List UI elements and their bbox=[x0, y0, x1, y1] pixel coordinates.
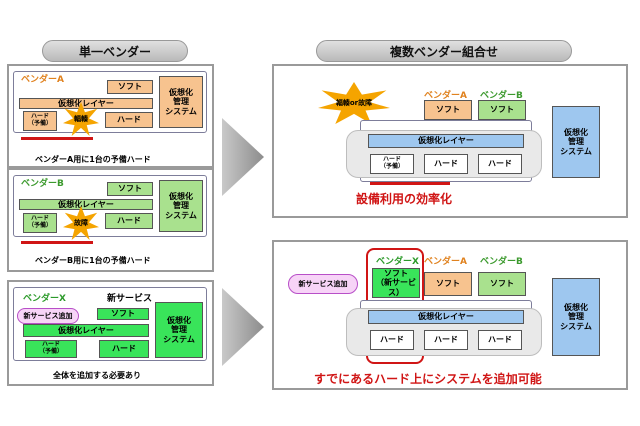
vendor-a-soft: ソフト bbox=[424, 100, 472, 120]
vendor-x-label: ベンダーX bbox=[376, 257, 419, 267]
vendor-x-hard: ハード bbox=[99, 340, 149, 358]
shared-mgmt-system: 仮想化 管理 システム bbox=[552, 278, 600, 356]
vendor-b-soft: ソフト bbox=[478, 272, 526, 296]
panel-multi-vendor-efficiency: 輻輳or故障 ベンダーA ベンダーB ソフト ソフト 仮想化レイヤー ハード （… bbox=[272, 64, 628, 218]
new-service-add-badge: 新サービス追加 bbox=[17, 308, 79, 324]
caption-efficiency: 設備利用の効率化 bbox=[356, 192, 453, 206]
vendor-x-label: ベンダーX bbox=[23, 294, 66, 304]
panel-multi-vendor-add: 新サービス追加 ベンダーX ベンダーA ベンダーB ソフト （新サービス） ソフ… bbox=[272, 240, 628, 390]
shared-hard-2: ハード bbox=[478, 154, 522, 174]
new-service-add-badge: 新サービス追加 bbox=[288, 274, 358, 294]
right-arrow-icon bbox=[222, 118, 264, 196]
vendor-b-mgmt: 仮想化 管理 システム bbox=[159, 180, 203, 232]
vendor-a-label: ベンダーA bbox=[424, 91, 467, 101]
shared-virtual-layer: 仮想化レイヤー bbox=[368, 310, 524, 324]
vendor-b-soft: ソフト bbox=[107, 182, 153, 196]
vendor-a-spare-hard: ハード （予備） bbox=[23, 111, 57, 131]
vendor-a-mgmt: 仮想化 管理 システム bbox=[159, 76, 203, 128]
shared-mgmt-system: 仮想化 管理 システム bbox=[552, 106, 600, 178]
vendor-b-virtual-layer: 仮想化レイヤー bbox=[19, 199, 153, 210]
shared-hard-1: ハード bbox=[424, 154, 468, 174]
vendor-a-soft: ソフト bbox=[107, 80, 153, 94]
vendor-x-soft: ソフト bbox=[97, 308, 149, 320]
caption-add-all: 全体を追加する必要あり bbox=[53, 371, 141, 380]
vendor-b-label: ベンダーB bbox=[480, 91, 523, 101]
vendor-b-soft: ソフト bbox=[478, 100, 526, 120]
vendor-x-spare-hard: ハード （予備） bbox=[25, 340, 77, 358]
panel-vendor-b: ベンダーB ソフト 仮想化レイヤー ハード （予備） ハード 仮想化 管理 シス… bbox=[7, 168, 214, 272]
vendor-x-mgmt: 仮想化 管理 システム bbox=[155, 302, 203, 358]
vendor-b-spare-hard: ハード （予備） bbox=[23, 213, 57, 233]
vendor-b-hard: ハード bbox=[105, 213, 153, 229]
vendor-x-soft-new: ソフト （新サービス） bbox=[372, 268, 420, 298]
vendor-a-label: ベンダーA bbox=[424, 257, 467, 267]
shared-hard-1: ハード bbox=[424, 330, 468, 350]
vendor-b-label: ベンダーB bbox=[480, 257, 523, 267]
red-double-arrow-icon bbox=[21, 137, 93, 140]
shared-virtual-layer: 仮想化レイヤー bbox=[368, 134, 524, 148]
red-double-arrow-icon bbox=[370, 182, 450, 185]
congestion-or-failure-burst-icon: 輻輳or故障 bbox=[318, 82, 390, 124]
panel-vendor-x: ベンダーX 新サービス 新サービス追加 ソフト 仮想化レイヤー ハード （予備）… bbox=[7, 280, 214, 386]
new-service-label: 新サービス bbox=[107, 294, 153, 304]
caption-a-spare: ベンダーA用に1台の予備ハード bbox=[35, 155, 151, 164]
shared-hard-2: ハード bbox=[478, 330, 522, 350]
caption-add-on-existing: すでにあるハード上にシステムを追加可能 bbox=[314, 372, 542, 386]
shared-spare-hard: ハード （予備） bbox=[370, 154, 414, 174]
panel-vendor-a: ベンダーA ソフト 仮想化レイヤー ハード （予備） ハード 仮想化 管理 シス… bbox=[7, 64, 214, 168]
right-arrow-icon bbox=[222, 288, 264, 366]
header-multi-vendor: 複数ベンダー組合せ bbox=[316, 40, 572, 62]
vendor-a-hard: ハード bbox=[105, 112, 153, 128]
vendor-a-virtual-layer: 仮想化レイヤー bbox=[19, 98, 153, 109]
caption-b-spare: ベンダーB用に1台の予備ハード bbox=[35, 256, 151, 265]
red-double-arrow-icon bbox=[21, 241, 93, 244]
header-single-vendor: 単一ベンダー bbox=[42, 40, 188, 62]
vendor-a-soft: ソフト bbox=[424, 272, 472, 296]
vendor-b-label: ベンダーB bbox=[21, 179, 64, 189]
vendor-a-label: ベンダーA bbox=[21, 75, 64, 85]
shared-hard-x: ハード bbox=[370, 330, 414, 350]
vendor-x-virtual-layer: 仮想化レイヤー bbox=[23, 324, 149, 337]
